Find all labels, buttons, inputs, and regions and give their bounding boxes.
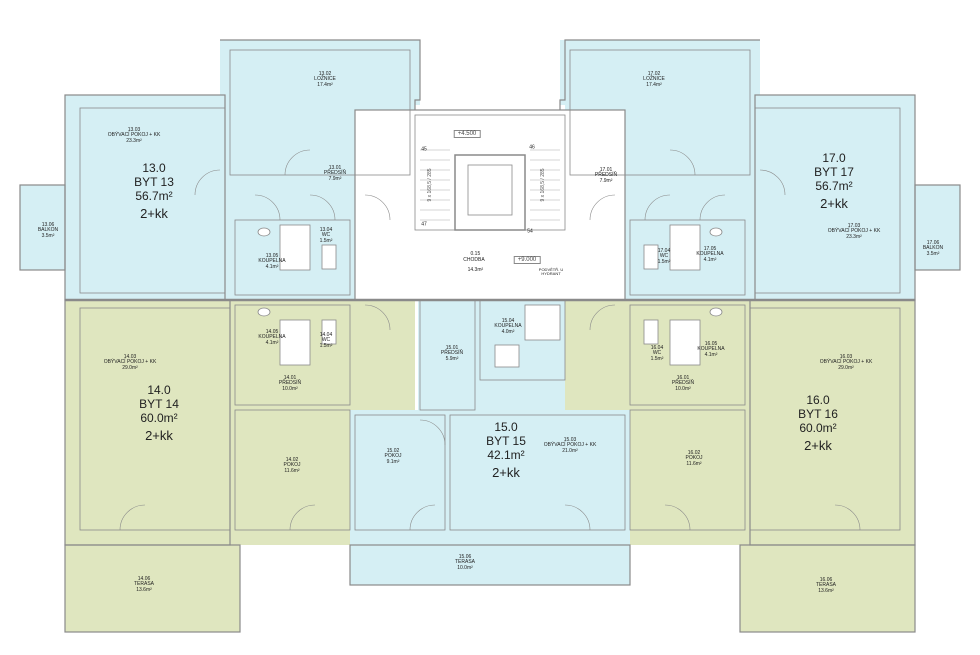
unit-15-area: 42.1m² [487, 447, 525, 462]
unit-13-area: 56.7m² [135, 188, 173, 203]
room-15-01: 15.01 PŘEDSÍŇ 5.9m² [440, 345, 464, 362]
stair-treads [420, 149, 560, 221]
unit-13-type: 2+kk [140, 206, 168, 222]
hydrant-label: PODVĚTŘ. U HYDRANT [538, 266, 564, 276]
core-area [355, 110, 625, 300]
hall-label: 0.15 CHODBA 14.3m² [463, 247, 484, 273]
unit-14-number: 14.0 [147, 382, 171, 397]
unit-14-title: 14.0 BYT 14 60.0m² 2+kk [139, 382, 179, 444]
room-14-03: 14.03 OBÝVACÍ POKOJ + KK 29.0m² [103, 354, 157, 371]
unit-17-number: 17.0 [822, 150, 846, 165]
room-17-05: 17.05 KOUPELNA 4.1m² [696, 246, 724, 263]
unit-17-byt: BYT 17 [814, 164, 854, 179]
unit-15-byt: BYT 15 [486, 433, 526, 448]
unit-13-number: 13.0 [142, 160, 166, 175]
stair-number-45: 45 [421, 146, 427, 153]
walls [19, 39, 961, 633]
room-14-01: 14.01 PŘEDSÍŇ 10.0m² [278, 375, 302, 392]
room-14-04: 14.04 WC 1.5m² [319, 332, 333, 349]
unit-17-type: 2+kk [820, 196, 848, 212]
unit-14-byt: BYT 14 [139, 396, 179, 411]
door-swings [119, 149, 861, 531]
room-14-02: 14.02 POKOJ 11.6m² [283, 457, 301, 474]
stair-number-46: 46 [529, 144, 535, 151]
unit-13-byt: BYT 13 [134, 174, 174, 189]
unit-14-type: 2+kk [145, 428, 173, 444]
room-14-06: 14.06 TERASA 13.6m² [133, 576, 155, 593]
level-lower-label: +9.000 [513, 256, 541, 264]
room-17-02: 17.02 LOŽNICE 17.4m² [643, 71, 665, 88]
room-15-04: 15.04 KOUPELNA 4.0m² [494, 318, 522, 335]
stair-number-47: 47 [421, 221, 427, 228]
unit-17-title: 17.0 BYT 17 56.7m² 2+kk [814, 150, 854, 212]
room-17-04: 17.04 WC 1.5m² [657, 248, 671, 265]
unit-15-title: 15.0 BYT 15 42.1m² 2+kk [486, 419, 526, 481]
room-13-06: 13.06 BALKON 3.5m² [37, 222, 59, 239]
room-17-06: 17.06 BALKON 3.5m² [922, 240, 944, 257]
room-16-06: 16.06 TERASA 13.6m² [815, 577, 837, 594]
unit-16-title: 16.0 BYT 16 60.0m² 2+kk [798, 392, 838, 454]
level-upper-label: +4.500 [453, 130, 481, 138]
unit-14-area: 60.0m² [140, 410, 178, 425]
room-17-03: 17.03 OBÝVACÍ POKOJ + KK 23.3m² [827, 223, 881, 240]
room-15-02: 15.02 POKOJ 9.1m² [384, 448, 402, 465]
stair-left-label: 9 x 168,5 / 285 [427, 168, 433, 202]
unit-16-area [565, 300, 915, 632]
unit-15-type: 2+kk [492, 465, 520, 481]
unit-16-area: 60.0m² [799, 420, 837, 435]
unit-17-area: 56.7m² [815, 178, 853, 193]
room-13-05: 13.05 KOUPELNA 4.1m² [258, 253, 286, 270]
room-16-04: 16.04 WC 1.5m² [650, 345, 664, 362]
room-16-02: 16.02 POKOJ 11.6m² [685, 450, 703, 467]
room-16-01: 16.01 PŘEDSÍŇ 10.0m² [671, 375, 695, 392]
unit-16-byt: BYT 16 [798, 406, 838, 421]
hall-name: 0.15 CHODBA [463, 251, 485, 263]
room-16-03: 16.03 OBÝVACÍ POKOJ + KK 29.0m² [819, 354, 873, 371]
room-15-06: 15.06 TERASA 10.0m² [454, 554, 476, 571]
room-13-02: 13.02 LOŽNICE 17.4m² [314, 71, 336, 88]
hall-area: 14.3m² [467, 266, 484, 273]
unit-14-area [65, 300, 415, 632]
fixtures [257, 224, 723, 368]
room-14-05: 14.05 KOUPELNA 4.1m² [258, 329, 286, 346]
unit-fills [20, 40, 960, 632]
unit-16-number: 16.0 [806, 392, 830, 407]
room-13-03: 13.03 OBÝVACÍ POKOJ + KK 23.3m² [107, 127, 161, 144]
room-16-05: 16.05 KOUPELNA 4.1m² [697, 341, 725, 358]
room-13-01: 13.01 PŘEDSÍŇ 7.9m² [323, 165, 347, 182]
unit-16-type: 2+kk [804, 438, 832, 454]
unit-15-number: 15.0 [494, 419, 518, 434]
stair-number-54: 54 [527, 228, 533, 235]
room-13-04: 13.04 WC 1.5m² [319, 227, 333, 244]
stair-right-label: 9 x 168,5 / 285 [540, 168, 546, 202]
unit-13-title: 13.0 BYT 13 56.7m² 2+kk [134, 160, 174, 222]
room-15-03: 15.03 OBÝVACÍ POKOJ + KK 21.0m² [543, 437, 597, 454]
room-17-01: 17.01 PŘEDSÍŇ 7.9m² [594, 167, 618, 184]
